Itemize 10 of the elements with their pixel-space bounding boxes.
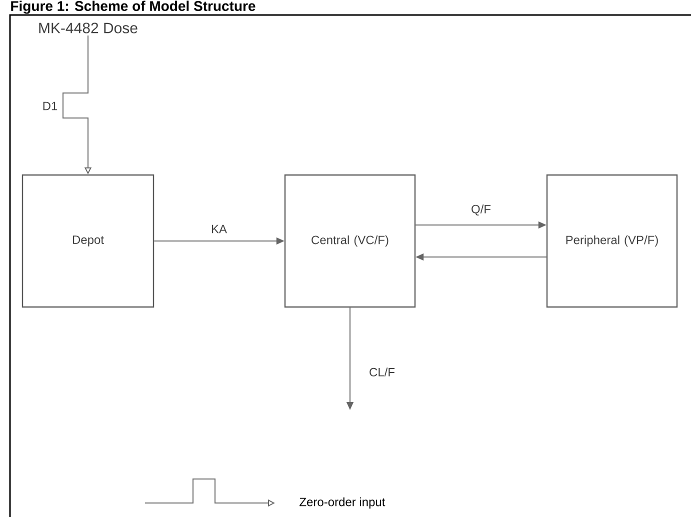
figure-title: Figure 1: Scheme of Model Structure bbox=[11, 0, 256, 14]
edge-label: Q/F bbox=[470, 204, 492, 216]
edge-label: KA bbox=[210, 224, 228, 234]
edge-label: D1 bbox=[41, 100, 59, 112]
legend-label: Zero-order input bbox=[300, 497, 386, 509]
dose-label: MK-4482 Dose bbox=[39, 22, 138, 34]
edge-label: CL/F bbox=[368, 366, 396, 378]
compartment-box: Central (VC/F) bbox=[284, 174, 416, 308]
compartment-box: Depot bbox=[22, 174, 154, 308]
compartment-box: Peripheral (VP/F) bbox=[546, 174, 678, 308]
